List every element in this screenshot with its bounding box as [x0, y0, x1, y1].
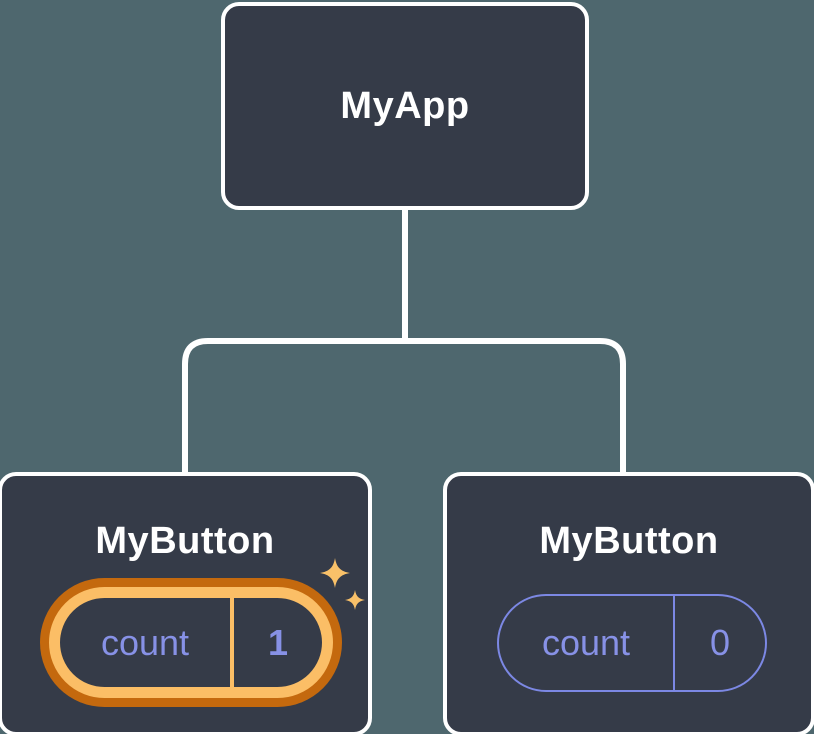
component-label-root: MyApp — [340, 84, 470, 127]
state-pill-plain: count 0 — [497, 594, 767, 692]
component-label-child-right: MyButton — [539, 520, 719, 562]
sparkle-small-icon — [345, 590, 365, 610]
state-value: 1 — [230, 598, 322, 687]
state-name-label: count — [541, 622, 631, 663]
component-label-child-left: MyButton — [95, 520, 275, 562]
branch-connector-line — [182, 338, 626, 476]
state-name-label: count — [100, 621, 190, 663]
component-node-root: MyApp — [221, 2, 589, 210]
state-pill-highlighted: count 1 — [49, 587, 333, 698]
state-value: 0 — [673, 596, 765, 690]
component-node-child-right: MyButton count 0 — [443, 472, 814, 734]
component-node-child-left: MyButton count 1 — [0, 472, 372, 734]
